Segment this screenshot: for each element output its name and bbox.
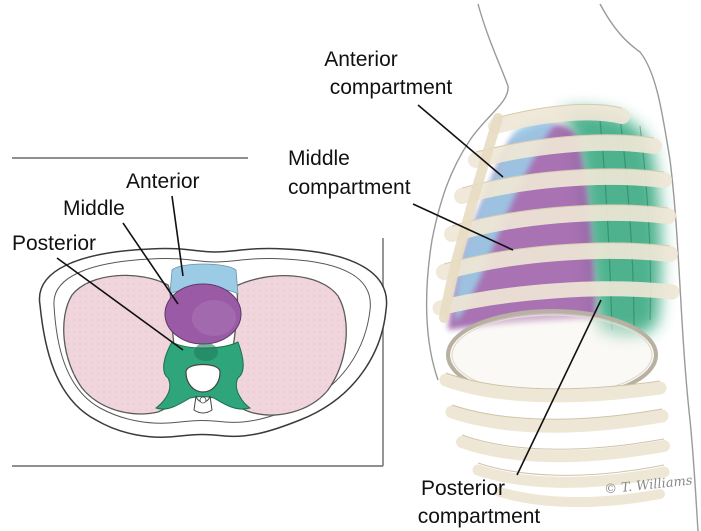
lateral-view-panel xyxy=(413,4,698,531)
cross-label-middle: Middle xyxy=(63,197,125,221)
cross-label-posterior: Posterior xyxy=(12,232,96,256)
lateral-label-anterior-line2: compartment xyxy=(330,76,453,100)
lateral-label-posterior-line2: compartment xyxy=(418,505,541,529)
spinal-canal xyxy=(200,397,206,403)
lateral-label-posterior-line1: Posterior xyxy=(421,477,505,501)
lateral-label-middle-line2: compartment xyxy=(288,176,411,200)
lateral-label-middle-line1: Middle xyxy=(288,147,350,171)
heart-chamber-shade xyxy=(192,300,236,336)
cross-label-anterior: Anterior xyxy=(126,170,200,194)
lateral-label-anterior-line1: Anterior xyxy=(324,48,398,72)
esophagus-shade xyxy=(194,343,218,361)
